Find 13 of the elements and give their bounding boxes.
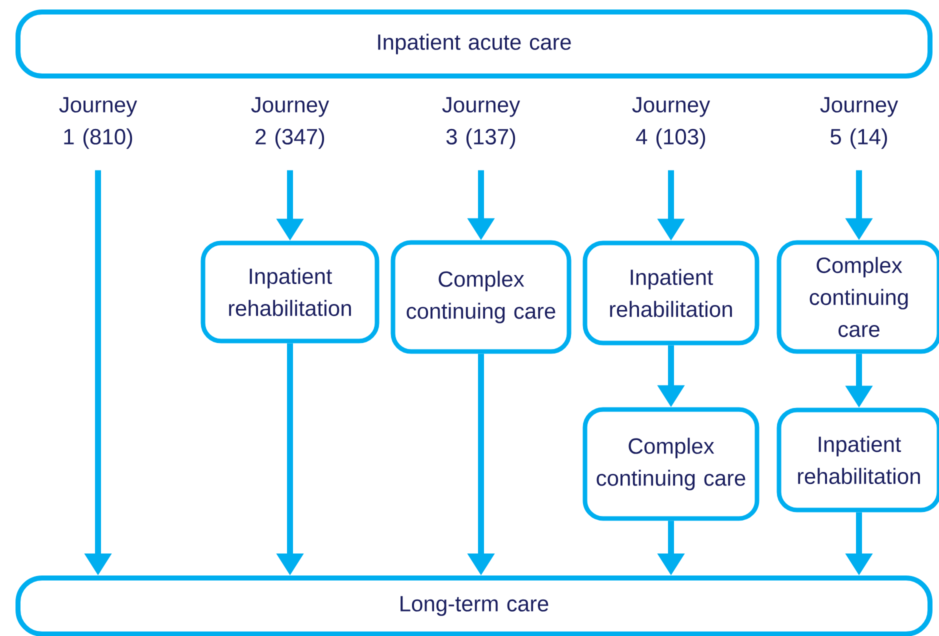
process-box: Inpatient rehabilitation <box>776 408 939 512</box>
stage-band: Inpatient acute care <box>16 10 932 78</box>
journey-label: Journey 1 (810) <box>59 97 138 149</box>
process-box: Complex continuing care <box>390 240 572 354</box>
process-box: Complex continuing care <box>582 407 760 521</box>
process-box: Inpatient rehabilitation <box>582 240 760 346</box>
process-box: Complex continuing care <box>776 240 939 354</box>
process-box: Inpatient rehabilitation <box>200 240 380 344</box>
journey-label: Journey 2 (347) <box>251 97 330 149</box>
journey-label: Journey 4 (103) <box>632 97 710 149</box>
journey-label: Journey 5 (14) <box>820 97 898 149</box>
stage-band: Long-term care <box>16 576 932 636</box>
journey-label: Journey 3 (137) <box>442 97 520 149</box>
